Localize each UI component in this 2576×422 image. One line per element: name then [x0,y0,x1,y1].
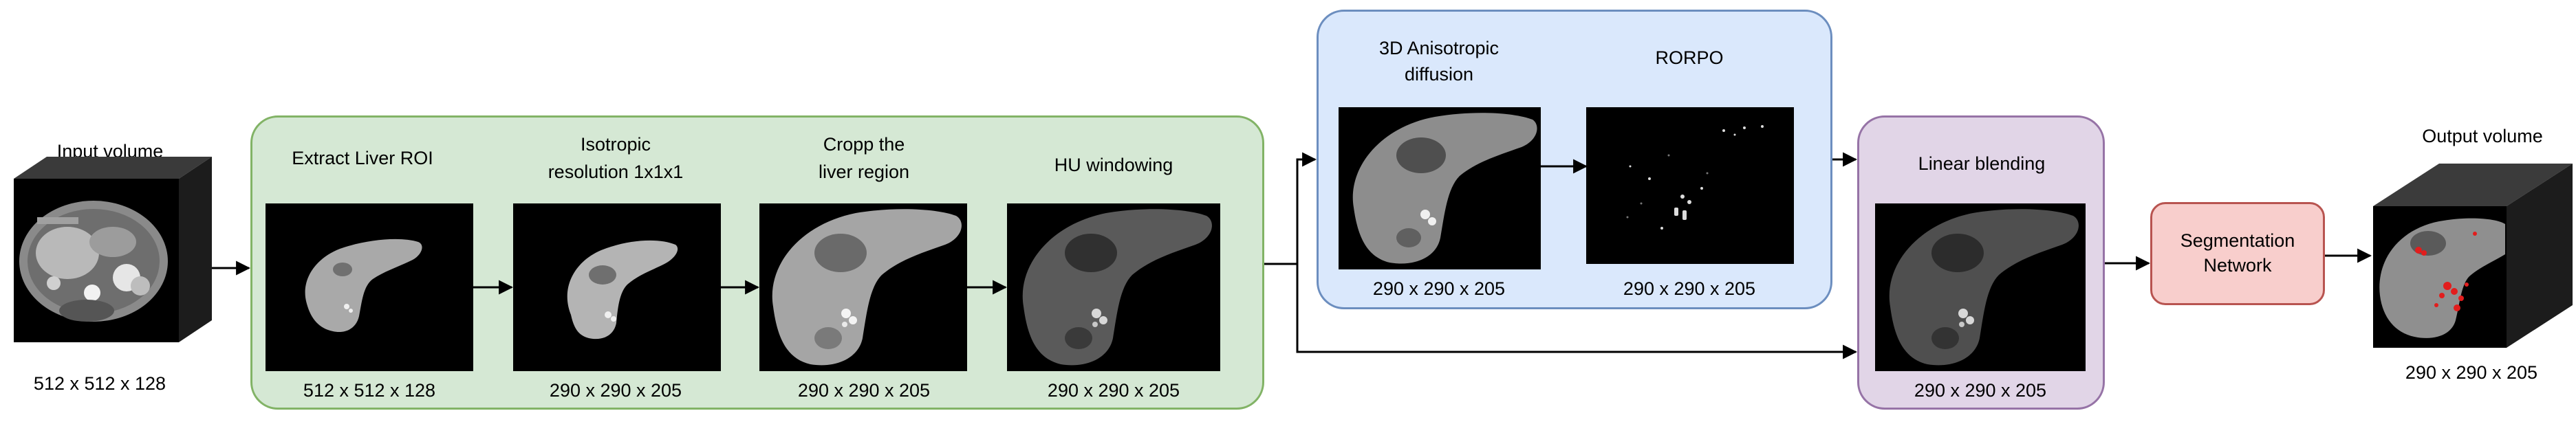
input-volume-dims: 512 x 512 x 128 [33,373,166,394]
isotropic-dims: 290 x 290 x 205 [549,380,682,401]
blending-title: Linear blending [1918,153,2046,174]
crop-dims: 290 x 290 x 205 [797,380,931,401]
blending-image [1875,203,2086,371]
rorpo-dims: 290 x 290 x 205 [1623,278,1756,299]
isotropic-title-line2: resolution 1x1x1 [548,162,684,182]
aniso-dims: 290 x 290 x 205 [1372,278,1506,299]
output-volume-cube [2373,164,2573,348]
extract-image [266,203,473,371]
aniso-title-line1: 3D Anisotropic [1378,38,1500,58]
input-volume-cube [14,157,212,342]
extract-dims: 512 x 512 x 128 [303,380,436,401]
rorpo-title: RORPO [1655,47,1724,68]
hu-title: HU windowing [1054,155,1173,175]
output-volume-title: Output volume [2422,126,2543,146]
crop-title-line2: liver region [818,162,910,182]
blending-dims: 290 x 290 x 205 [1914,380,2047,401]
hu-image [1007,203,1220,371]
arrow-hu-to-blending [1296,264,1858,359]
network-label-line1: Segmentation [2180,230,2295,251]
hu-dims: 290 x 290 x 205 [1047,380,1180,401]
crop-image [759,203,967,371]
aniso-image [1339,107,1541,269]
arrow-hu-to-aniso [1264,152,1317,265]
segmentation-network-box [2150,202,2325,305]
aniso-title-line2: diffusion [1404,64,1474,85]
rorpo-image [1586,107,1794,264]
output-volume-dims: 290 x 290 x 205 [2405,362,2538,383]
network-label-line2: Network [2203,255,2272,276]
extract-title: Extract Liver ROI [292,148,433,168]
crop-title-line1: Cropp the [823,134,905,155]
isotropic-title-line1: Isotropic [580,134,651,155]
isotropic-image [513,203,721,371]
